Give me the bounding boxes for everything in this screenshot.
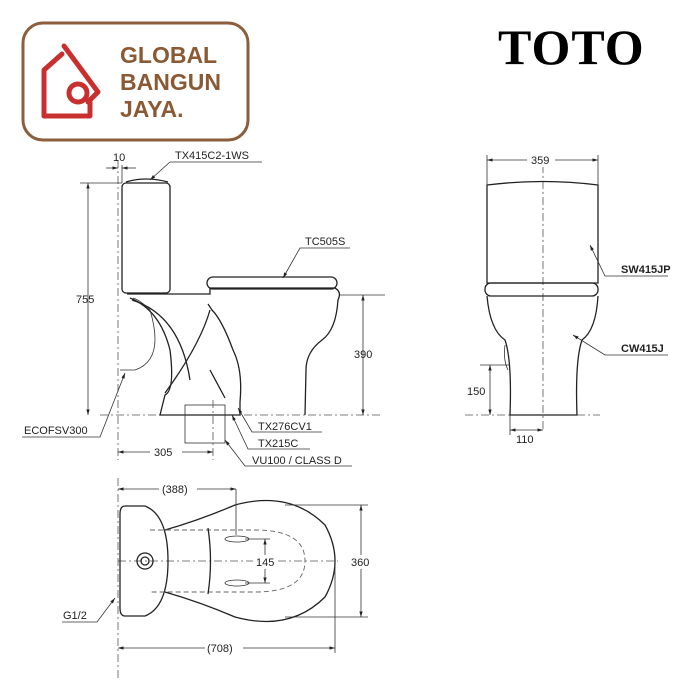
top-view: (388) 145 360 (708) G1/2 bbox=[62, 478, 374, 678]
label-g1-2: G1/2 bbox=[63, 610, 87, 622]
dim-110: 110 bbox=[516, 434, 534, 446]
seat-outline bbox=[206, 276, 338, 290]
front-view: 359 150 110 SW415JP CW415J bbox=[465, 153, 671, 446]
toto-logo: TOTO bbox=[498, 19, 645, 75]
dim-360: 360 bbox=[351, 557, 369, 569]
dim-150: 150 bbox=[467, 386, 485, 398]
dim-10: 10 bbox=[113, 152, 125, 164]
side-view: 755 390 10 305 TX415C2-1WS TC505S ECOFSV… bbox=[22, 150, 385, 467]
label-tc505s: TC505S bbox=[305, 236, 345, 248]
dim-359: 359 bbox=[531, 155, 549, 167]
dim-388: (388) bbox=[162, 484, 188, 496]
label-ecofsv300: ECOFSV300 bbox=[24, 425, 88, 437]
brand-line-2: BANGUN bbox=[120, 69, 221, 95]
dim-708: (708) bbox=[207, 643, 233, 655]
front-tank-outline bbox=[486, 180, 599, 284]
brand-line-3: JAYA. bbox=[120, 96, 184, 122]
brand-logo-border bbox=[21, 21, 250, 142]
tank-outline bbox=[121, 182, 171, 294]
dim-145: 145 bbox=[256, 557, 274, 569]
brand-logo: GLOBAL BANGUN JAYA. bbox=[21, 21, 250, 142]
label-tx415c2-1ws: TX415C2-1WS bbox=[175, 150, 249, 162]
top-tank-outline bbox=[119, 505, 169, 617]
label-tx215c: TX215C bbox=[258, 438, 298, 450]
brand-line-1: GLOBAL bbox=[120, 42, 217, 68]
label-tx276cv1: TX276CV1 bbox=[258, 421, 312, 433]
dim-305: 305 bbox=[154, 447, 172, 459]
label-vu100: VU100 / CLASS D bbox=[252, 455, 342, 467]
label-sw415jp: SW415JP bbox=[621, 264, 671, 276]
house-icon bbox=[41, 43, 101, 119]
dim-390: 390 bbox=[354, 349, 372, 361]
label-cw415j: CW415J bbox=[621, 343, 664, 355]
dim-755: 755 bbox=[76, 294, 94, 306]
